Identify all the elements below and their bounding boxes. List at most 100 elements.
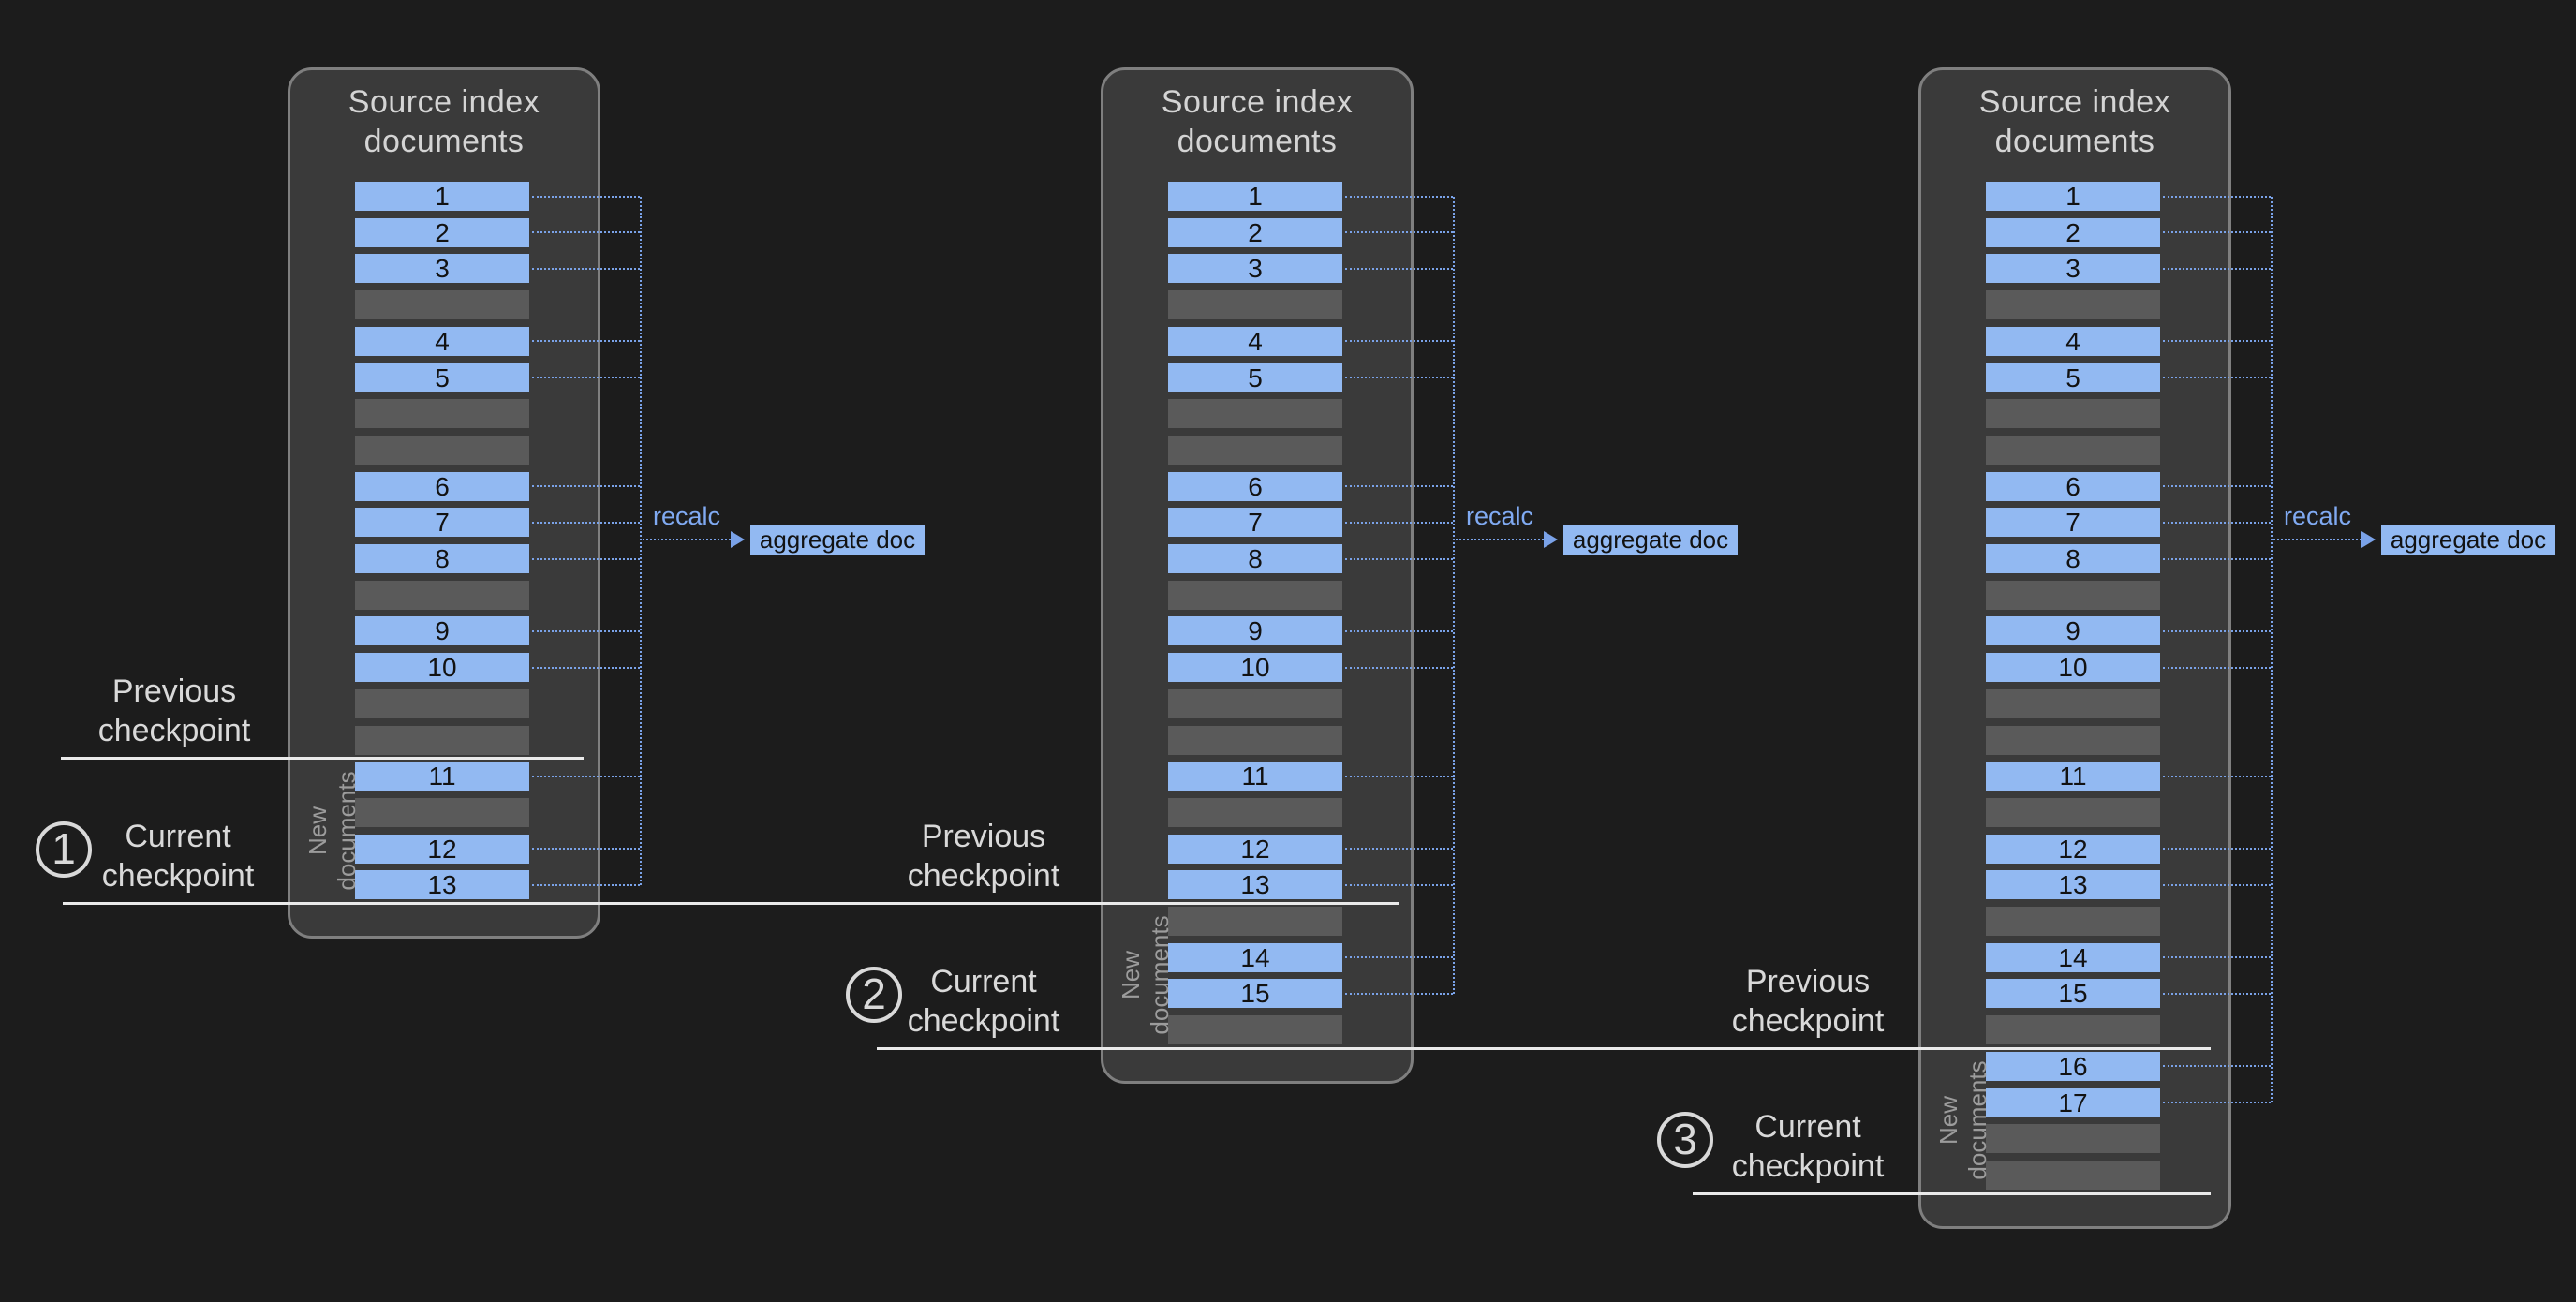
panel-title: Source index documents — [288, 82, 600, 161]
document-connector-line — [2163, 667, 2271, 669]
empty-document-slot — [355, 399, 529, 428]
document-bar: 5 — [355, 363, 529, 392]
document-connector-line — [532, 377, 640, 378]
document-connector-line — [2163, 485, 2271, 487]
document-connector-line — [1345, 231, 1453, 233]
document-connector-line — [2163, 956, 2271, 958]
document-bar: 1 — [1168, 182, 1342, 211]
document-connector-line — [1345, 268, 1453, 270]
document-bar: 15 — [1986, 979, 2160, 1008]
document-connector-line — [1345, 485, 1453, 487]
document-connector-line — [2163, 884, 2271, 886]
aggregate-doc-box: aggregate doc — [1563, 525, 1738, 555]
document-connector-line — [1345, 630, 1453, 632]
document-connector-line — [1345, 196, 1453, 198]
empty-document-slot — [1986, 726, 2160, 755]
document-connector-line — [532, 667, 640, 669]
document-connector-line — [1345, 667, 1453, 669]
document-connector-line — [2163, 630, 2271, 632]
document-bar: 8 — [355, 544, 529, 573]
empty-document-slot — [355, 581, 529, 610]
document-connector-line — [532, 558, 640, 560]
document-bar: 4 — [1168, 327, 1342, 356]
aggregate-doc-box: aggregate doc — [2381, 525, 2555, 555]
recalc-label: recalc — [2284, 502, 2351, 531]
aggregate-doc-box: aggregate doc — [750, 525, 925, 555]
empty-document-slot — [355, 689, 529, 718]
checkpoint-number-badge: 3 — [1657, 1112, 1713, 1168]
empty-document-slot — [1168, 399, 1342, 428]
document-bar: 8 — [1986, 544, 2160, 573]
document-bar: 3 — [1986, 254, 2160, 283]
document-connector-line — [532, 522, 640, 524]
document-bar: 10 — [1168, 653, 1342, 682]
previous-checkpoint-label: Previous checkpoint — [834, 817, 1133, 895]
document-bar: 6 — [1986, 472, 2160, 501]
empty-document-slot — [1168, 581, 1342, 610]
empty-document-slot — [1986, 907, 2160, 936]
document-bar: 6 — [355, 472, 529, 501]
empty-document-slot — [1986, 436, 2160, 465]
document-connector-line — [532, 485, 640, 487]
empty-document-slot — [1168, 798, 1342, 827]
document-bar: 13 — [1168, 870, 1342, 899]
previous-checkpoint-label: Previous checkpoint — [24, 672, 324, 750]
document-connector-line — [1345, 776, 1453, 777]
document-connector-line — [2163, 522, 2271, 524]
document-bar: 14 — [1986, 943, 2160, 972]
empty-document-slot — [1986, 290, 2160, 319]
document-connector-line — [1345, 956, 1453, 958]
document-connector-line — [532, 630, 640, 632]
document-connector-line — [1345, 993, 1453, 995]
document-connector-line — [532, 776, 640, 777]
document-bar: 1 — [1986, 182, 2160, 211]
empty-document-slot — [1986, 1015, 2160, 1044]
document-connector-line — [2163, 340, 2271, 342]
document-connector-line — [2163, 1102, 2271, 1103]
checkpoint-number-badge: 2 — [846, 967, 902, 1023]
document-bar: 12 — [1168, 835, 1342, 864]
recalc-label: recalc — [1466, 502, 1533, 531]
document-bar: 11 — [1986, 762, 2160, 791]
document-connector-line — [2163, 377, 2271, 378]
document-connector-line — [2163, 231, 2271, 233]
document-bar: 8 — [1168, 544, 1342, 573]
document-bar: 10 — [1986, 653, 2160, 682]
connector-bus-line — [1453, 197, 1455, 994]
document-bar: 5 — [1986, 363, 2160, 392]
document-connector-line — [2163, 848, 2271, 850]
document-bar: 4 — [1986, 327, 2160, 356]
recalc-arrow-line — [1453, 539, 1547, 540]
document-connector-line — [1345, 848, 1453, 850]
empty-document-slot — [1986, 399, 2160, 428]
document-bar: 2 — [355, 218, 529, 247]
connector-bus-line — [2271, 197, 2273, 1103]
recalc-arrow-line — [2271, 539, 2364, 540]
empty-document-slot — [1168, 689, 1342, 718]
document-bar: 4 — [355, 327, 529, 356]
document-bar: 9 — [355, 616, 529, 645]
recalc-label: recalc — [653, 502, 720, 531]
document-bar: 2 — [1986, 218, 2160, 247]
document-connector-line — [2163, 558, 2271, 560]
empty-document-slot — [355, 290, 529, 319]
document-bar: 11 — [1168, 762, 1342, 791]
document-bar: 3 — [355, 254, 529, 283]
checkpoint-divider-line — [61, 757, 584, 760]
document-connector-line — [532, 196, 640, 198]
document-connector-line — [532, 848, 640, 850]
document-connector-line — [2163, 1065, 2271, 1067]
document-connector-line — [1345, 884, 1453, 886]
panel-title: Source index documents — [1101, 82, 1414, 161]
connector-bus-line — [640, 197, 642, 885]
document-connector-line — [1345, 340, 1453, 342]
document-bar: 7 — [355, 508, 529, 537]
document-connector-line — [532, 340, 640, 342]
document-bar: 1 — [355, 182, 529, 211]
document-connector-line — [532, 268, 640, 270]
empty-document-slot — [355, 726, 529, 755]
recalc-arrow-line — [640, 539, 733, 540]
document-connector-line — [2163, 196, 2271, 198]
previous-checkpoint-label: Previous checkpoint — [1658, 962, 1958, 1041]
